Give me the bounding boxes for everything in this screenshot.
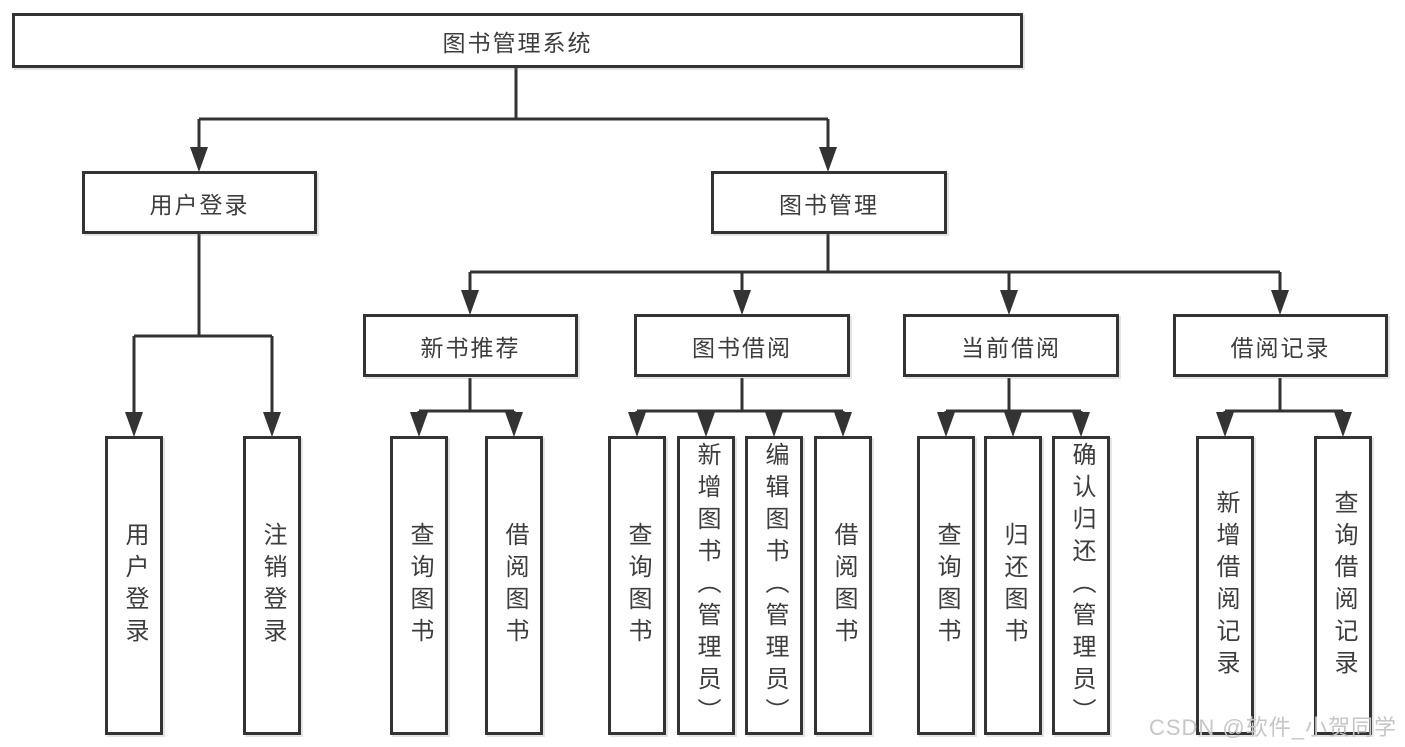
leaf-user-login: 用户登录	[105, 436, 163, 735]
leaf-query-borrow-record: 查询借阅记录	[1314, 436, 1372, 735]
leaf-confirm-return-admin: 确认归还（管理员）	[1052, 436, 1110, 735]
node-borrow-records: 借阅记录	[1173, 314, 1388, 377]
leaf-logout: 注销登录	[243, 436, 301, 735]
node-root: 图书管理系统	[12, 13, 1023, 68]
csdn-watermark: CSDN @软件_小贺同学	[1148, 715, 1397, 740]
leaf-return-book: 归还图书	[984, 436, 1042, 735]
leaf-add-book-admin: 新增图书（管理员）	[677, 436, 735, 735]
node-user-login: 用户登录	[82, 171, 317, 234]
node-book-management: 图书管理	[711, 171, 947, 234]
leaf-add-borrow-record: 新增借阅记录	[1196, 436, 1254, 735]
leaf-query-books-current: 查询图书	[917, 436, 975, 735]
leaf-borrow-books-recommend: 借阅图书	[485, 436, 543, 735]
node-book-borrow: 图书借阅	[634, 314, 850, 377]
node-current-borrow: 当前借阅	[903, 314, 1119, 377]
node-new-book-recommend: 新书推荐	[363, 314, 578, 377]
leaf-edit-book-admin: 编辑图书（管理员）	[745, 436, 803, 735]
leaf-borrow-books: 借阅图书	[814, 436, 872, 735]
leaf-query-books-borrow: 查询图书	[608, 436, 666, 735]
leaf-query-books-recommend: 查询图书	[390, 436, 448, 735]
